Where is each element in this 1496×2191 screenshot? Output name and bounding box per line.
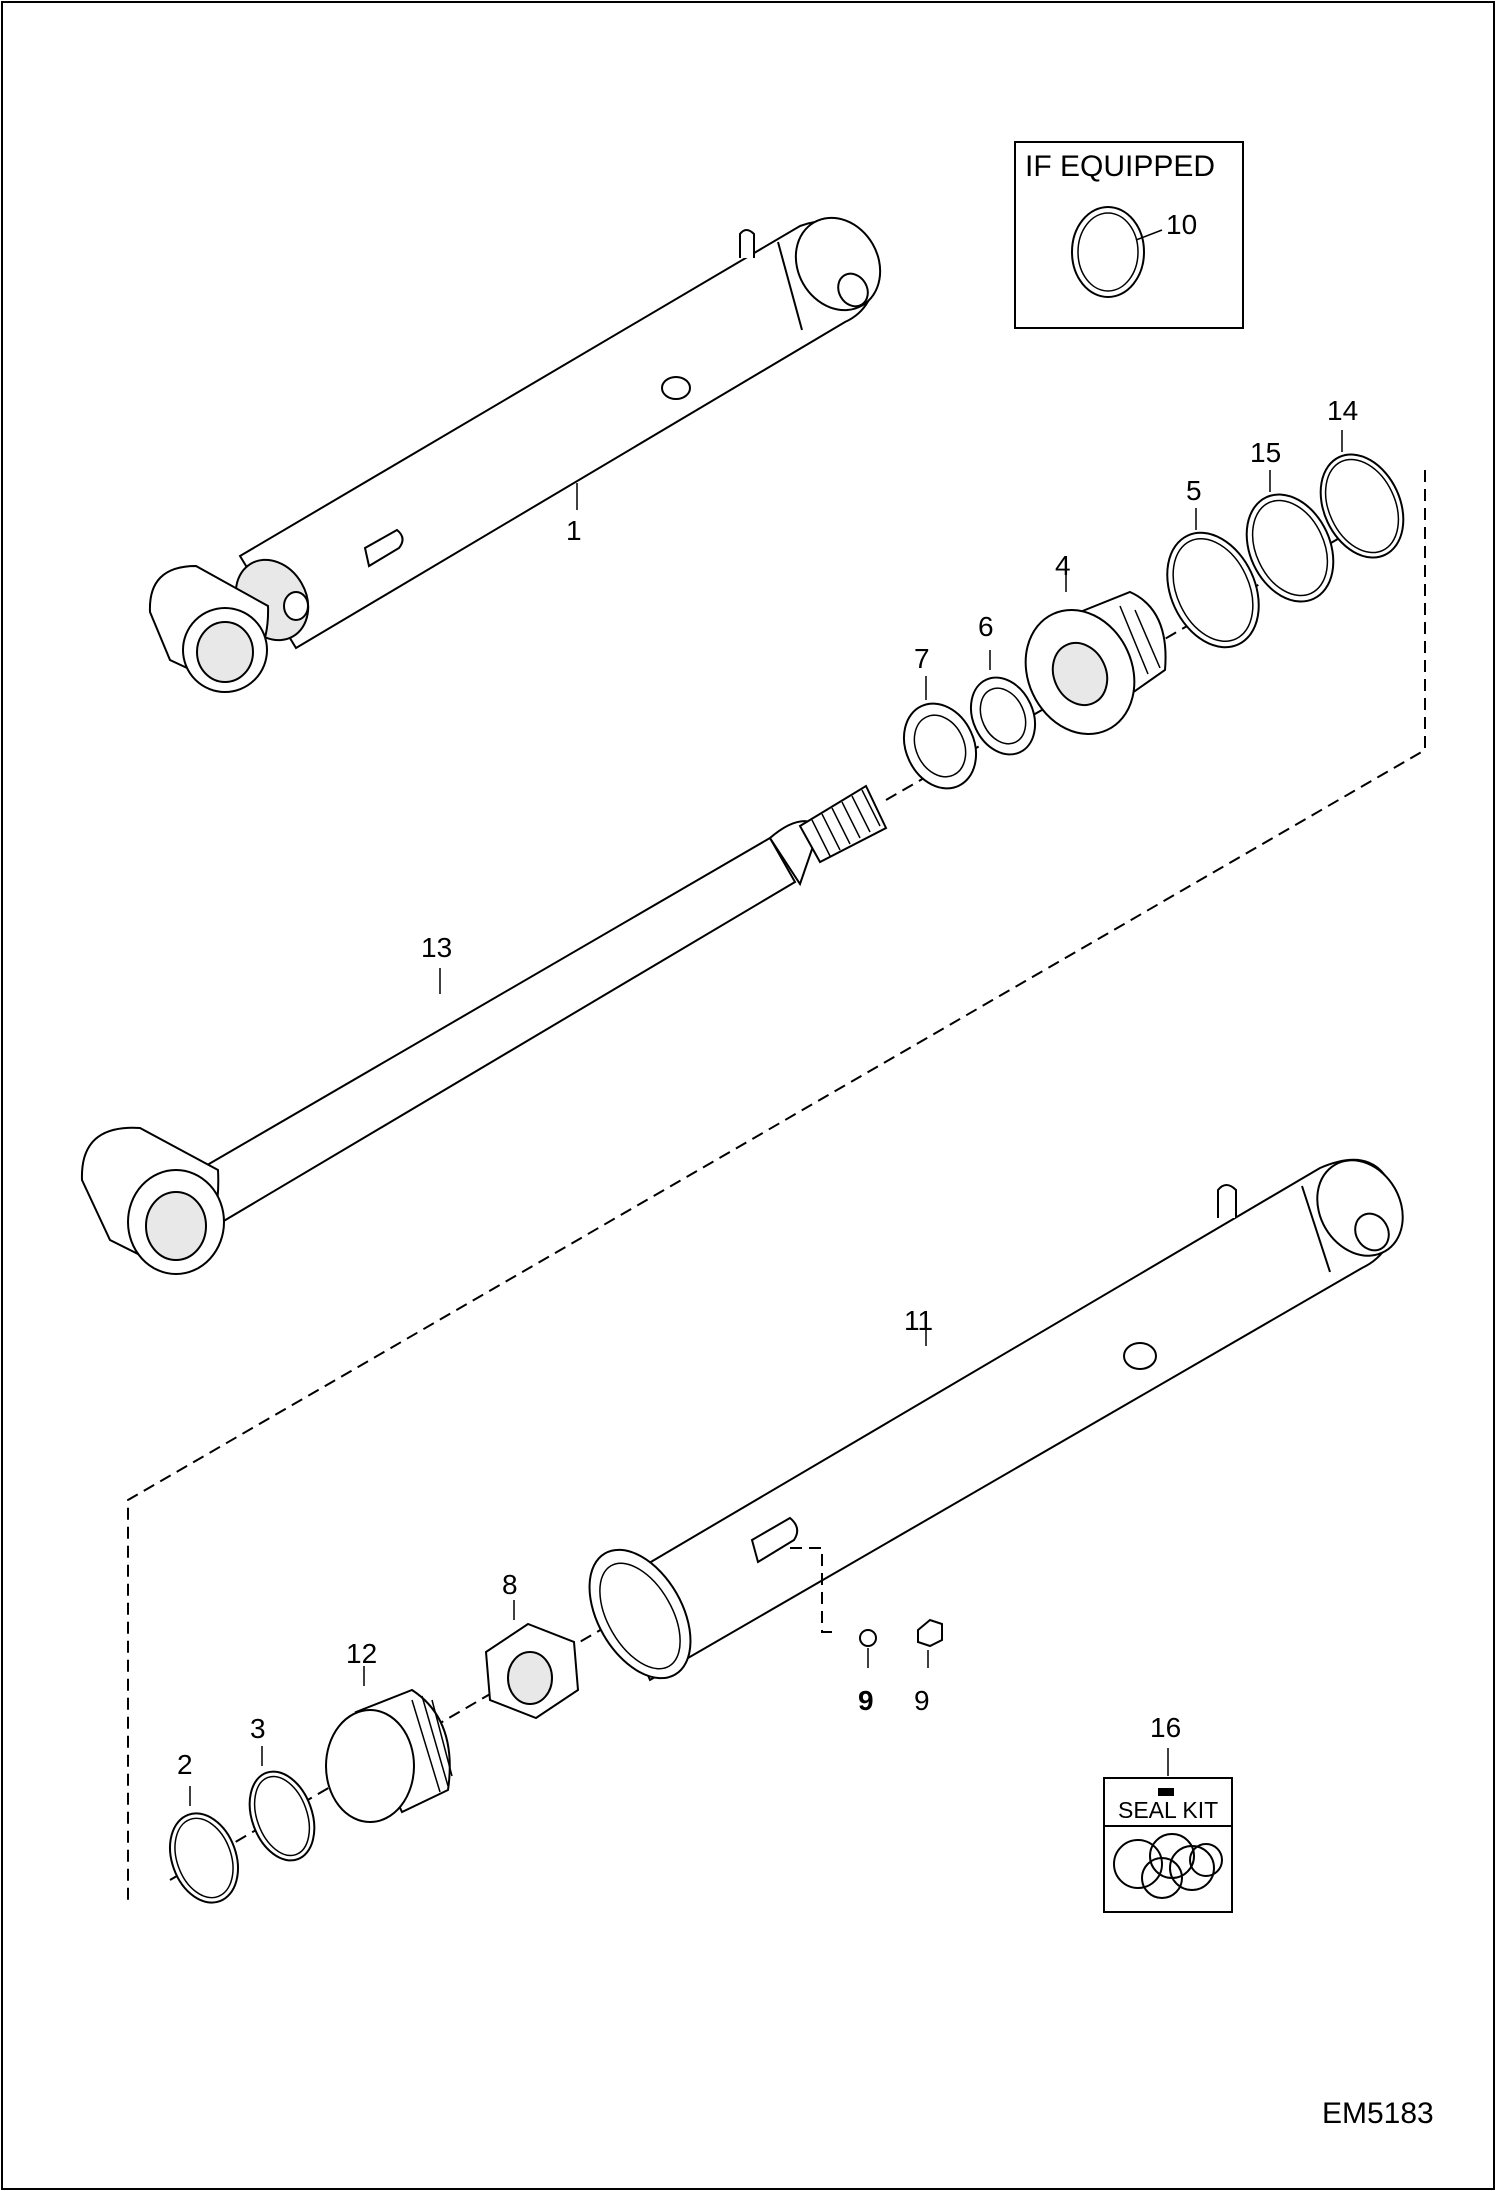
assembly-guide-line: [127, 470, 1426, 1905]
callout-6: 6: [978, 611, 994, 642]
barrel-assembly-1: 1: [148, 216, 882, 693]
o-ring-5: 5: [1166, 475, 1260, 649]
o-ring-10: [1071, 206, 1145, 298]
callout-15: 15: [1250, 437, 1281, 468]
o-ring-3: 3: [248, 1713, 316, 1862]
o-ring-14: 14: [1319, 395, 1405, 559]
seal-kit-title: SEAL KIT: [1118, 1797, 1218, 1823]
if-equipped-box: IF EQUIPPED 10: [1014, 141, 1244, 329]
callout-5: 5: [1186, 475, 1202, 506]
callout-10: 10: [1166, 209, 1197, 240]
callout-13: 13: [421, 932, 452, 963]
figure-id: EM5183: [1322, 2097, 1434, 2130]
callout-9-bold: 9: [858, 1685, 874, 1716]
grease-fitting: [1217, 1184, 1237, 1218]
rod-thread: [798, 784, 888, 864]
callout-11: 11: [904, 1305, 933, 1336]
seal-kit-rings: [1113, 1833, 1223, 1899]
fitting-9: 9 9: [858, 1618, 943, 1716]
piston-12: 12: [325, 1638, 453, 1823]
callout-4: 4: [1055, 550, 1071, 581]
port-fitting: [1123, 1342, 1157, 1370]
port-fitting-side: [750, 1516, 799, 1564]
port-fitting: [661, 376, 691, 400]
callout-12: 12: [346, 1638, 377, 1669]
seal-kit-16: 16 SEAL KIT: [1103, 1712, 1233, 1913]
callout-14: 14: [1327, 395, 1358, 426]
callout-8: 8: [502, 1569, 518, 1600]
pin-hole: [1354, 1212, 1390, 1252]
gland-4: 4: [1024, 550, 1167, 736]
hang-tab: [1158, 1788, 1174, 1796]
callout-16: 16: [1150, 1712, 1181, 1743]
callout-7: 7: [914, 643, 930, 674]
if-equipped-title: IF EQUIPPED: [1025, 150, 1215, 183]
grease-fitting: [739, 229, 755, 258]
callout-2: 2: [177, 1749, 193, 1780]
callout-9: 9: [914, 1685, 930, 1716]
callout-1: 1: [566, 515, 582, 546]
wear-ring-6: 6: [969, 611, 1037, 756]
nut-8: 8: [484, 1569, 580, 1720]
barrel-11: 11: [588, 1158, 1404, 1682]
backup-ring-2: 2: [169, 1749, 239, 1904]
callout-3: 3: [250, 1713, 266, 1744]
seal-7: 7: [903, 643, 977, 790]
backup-ring-15: 15: [1245, 437, 1335, 603]
rod-13: 13: [80, 784, 888, 1275]
pin-hole: [837, 272, 869, 308]
